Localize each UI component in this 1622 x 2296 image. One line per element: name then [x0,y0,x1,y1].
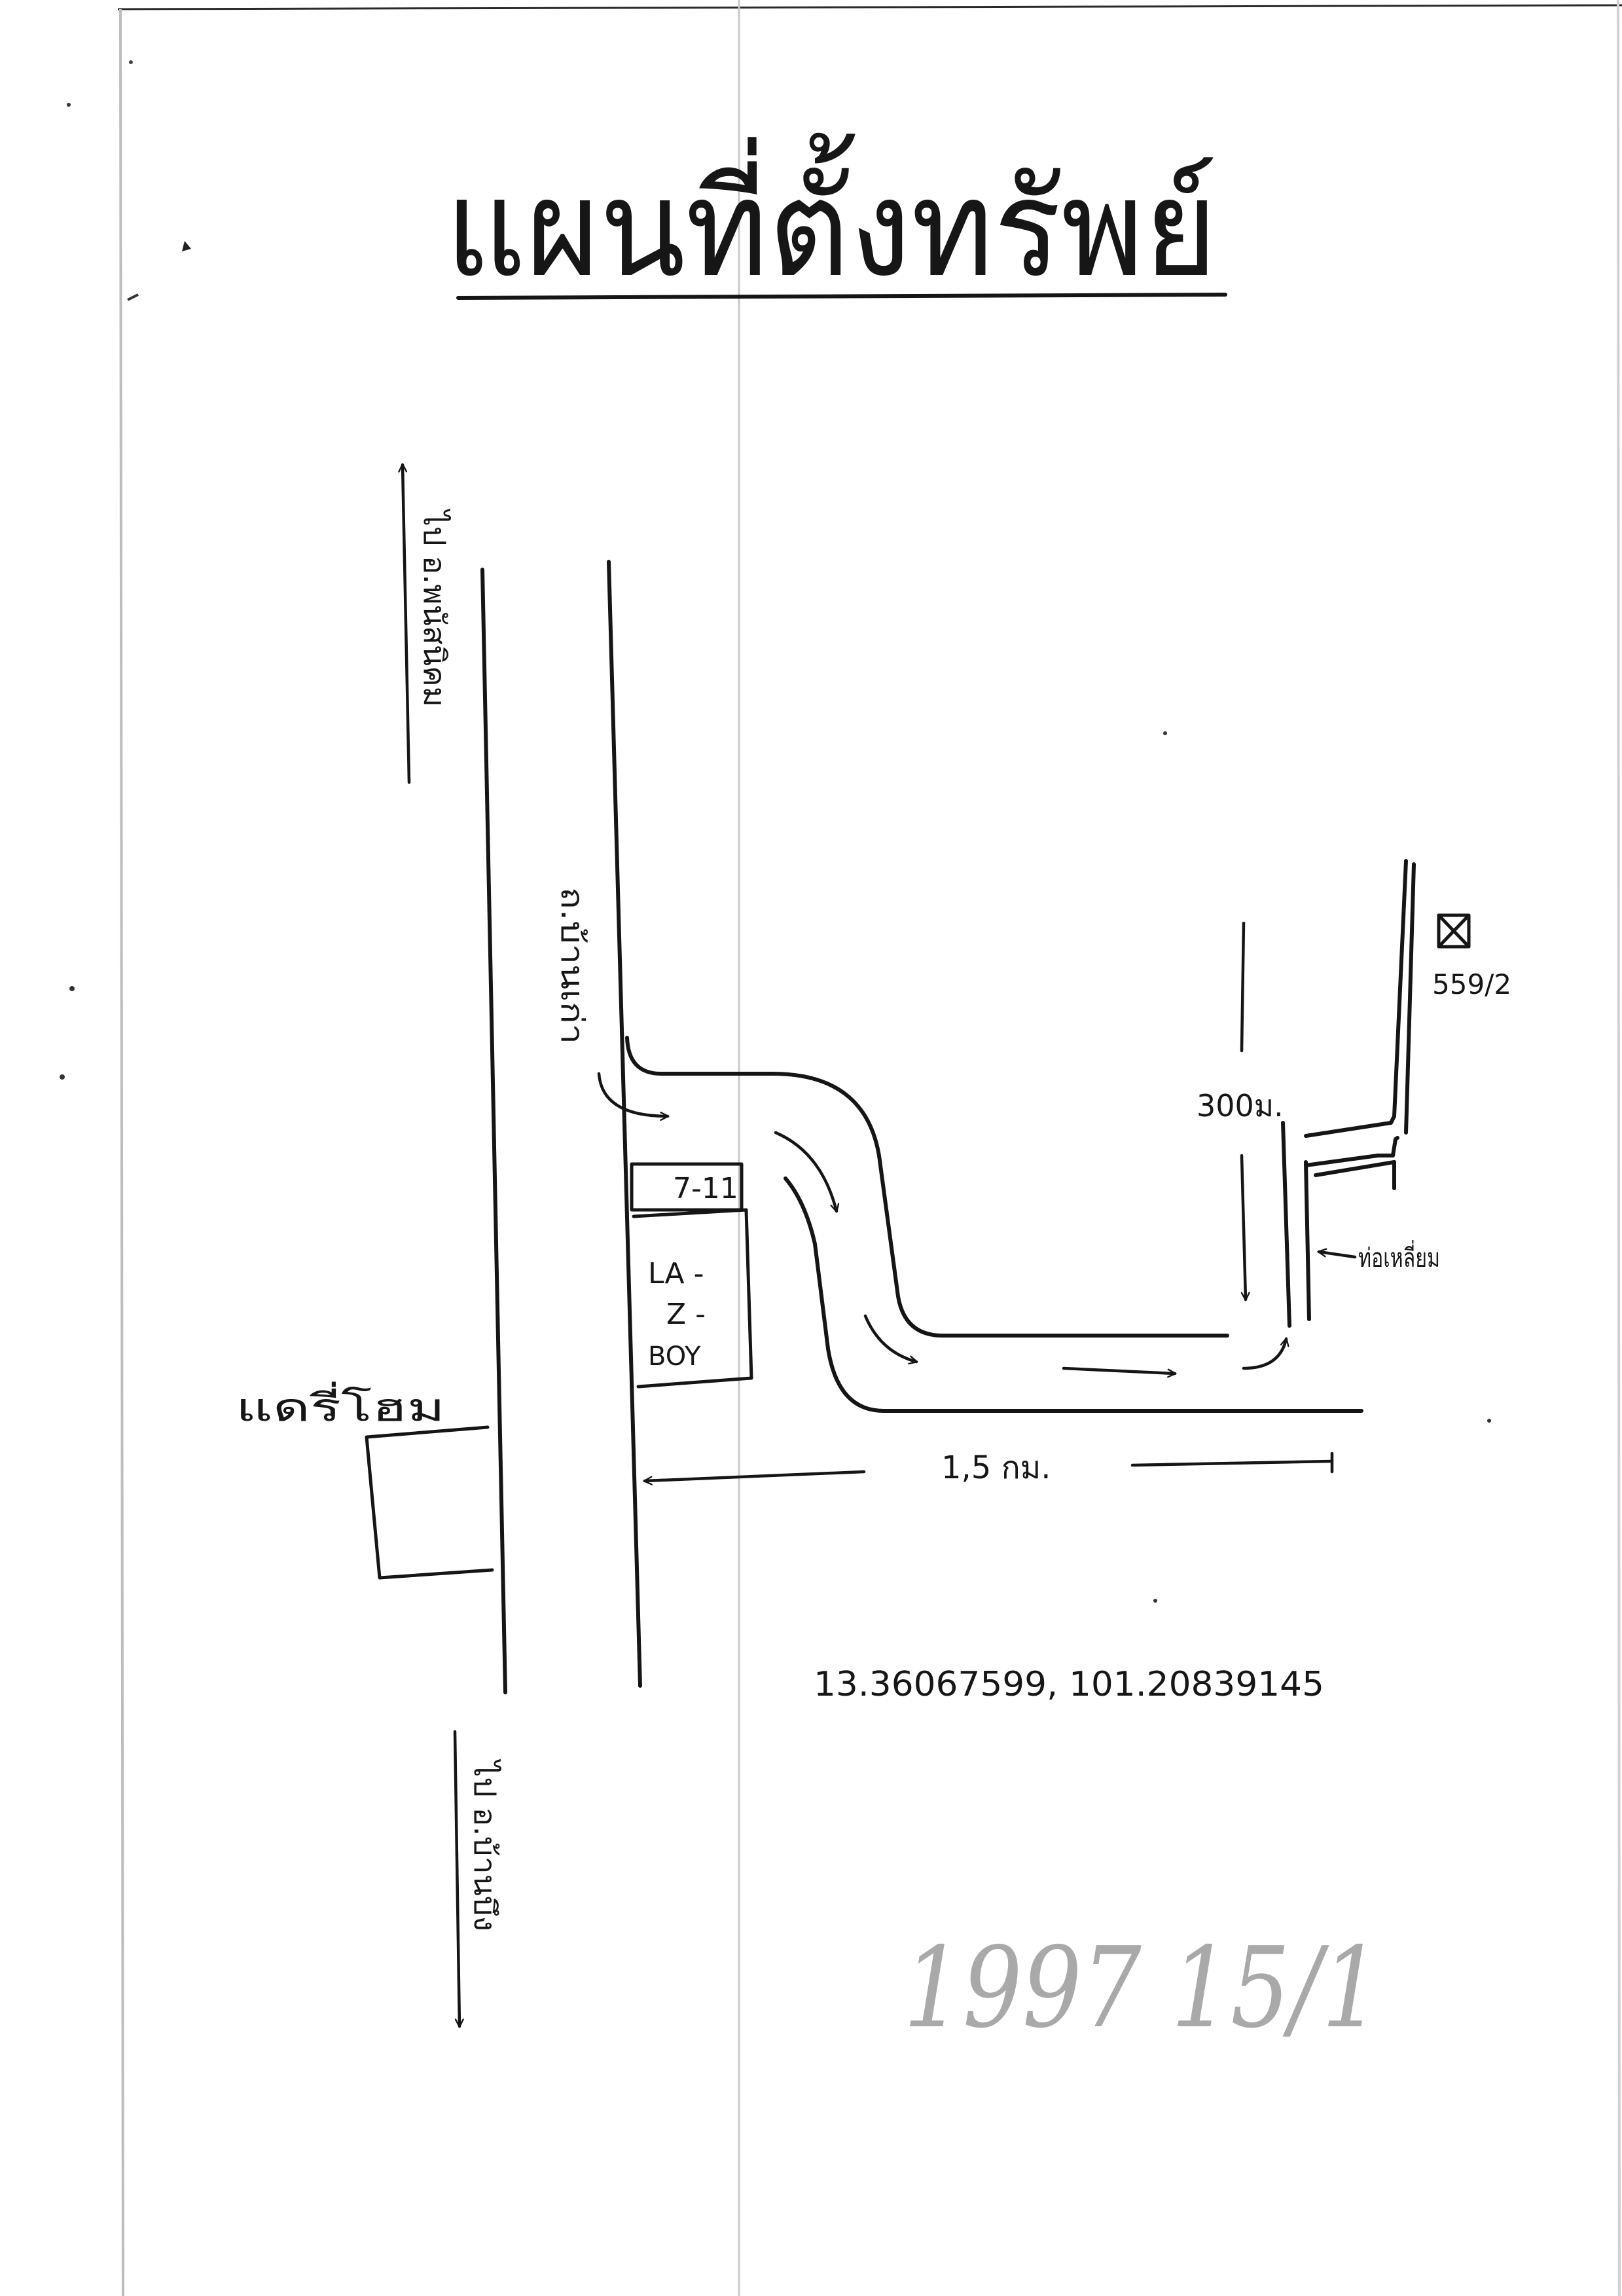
pencil-note: 1997 15/1 [903,1923,1381,2053]
lane-west-edge [1281,1121,1291,1328]
lane-link-edge [1314,1160,1396,1177]
speck [182,241,191,251]
property-number-label: 559/2 [1432,968,1511,1000]
coordinates-label: 13.36067599, 101.20839145 [814,1665,1324,1704]
seven-eleven-label: 7-11 [673,1172,738,1205]
route-arrow [597,1072,668,1116]
property-marker-icon [1437,913,1471,949]
lane-jog-south [1304,1136,1399,1167]
dairy-home-label: แดรี่โฮม [236,1381,445,1430]
la-z-boy-line-1: LA - [648,1257,704,1290]
road-name-label: ถ.บ้านเก่า [554,887,590,1044]
speck [1153,1599,1157,1603]
lane-east-edge [1304,1160,1311,1321]
side-distance-top-line [1240,921,1246,1053]
speck [1487,1419,1491,1423]
culvert-pointer-arrow [1319,1252,1357,1259]
lane-north-east-edge [1404,862,1416,1135]
highway-east-edge [607,560,642,1688]
main-distance-right-line [1130,1459,1334,1467]
top-border-line [117,4,1622,10]
south-direction-label: ไป อ.บ้านบึง [467,1758,503,1931]
speck [129,60,133,64]
south-arrow [453,1730,460,2026]
side-distance-arrow [1240,1154,1246,1300]
route-arrow [774,1131,837,1211]
speck [69,986,75,991]
route-arrow [1242,1339,1286,1370]
route-arrow [1062,1366,1175,1374]
la-z-boy-line-2: Z - [666,1298,706,1331]
left-margin-line [119,9,124,2296]
lane-jog-north [1304,859,1408,1138]
right-edge-line [1617,0,1621,2296]
speck [1163,731,1167,735]
map-title: แผนที่ตั้งทรัพย์ [445,133,1217,307]
dairy-home-box [365,1425,494,1580]
north-arrow [403,465,411,784]
highway-west-edge [480,568,507,1694]
side-road-south-edge [784,1176,1363,1413]
speck [60,1074,65,1080]
seven-eleven-box [630,1162,744,1212]
main-distance-label: 1,5 กม. [941,1449,1051,1486]
culvert-label: ท่อเหลี่ยม [1358,1240,1440,1273]
route-arrow [863,1314,916,1362]
la-z-boy-line-3: BOY [648,1341,701,1372]
north-direction-label: ไป อ.พนัสนิคม [417,508,452,707]
speck [67,103,71,107]
side-distance-label: 300ม. [1197,1088,1284,1123]
la-z-boy-box [632,1208,753,1389]
side-road-north-edge [625,1036,1229,1338]
speck [127,293,139,301]
main-distance-left-arrow [645,1470,866,1481]
scan-artifacts [60,0,1622,2296]
title-underline [456,293,1227,300]
